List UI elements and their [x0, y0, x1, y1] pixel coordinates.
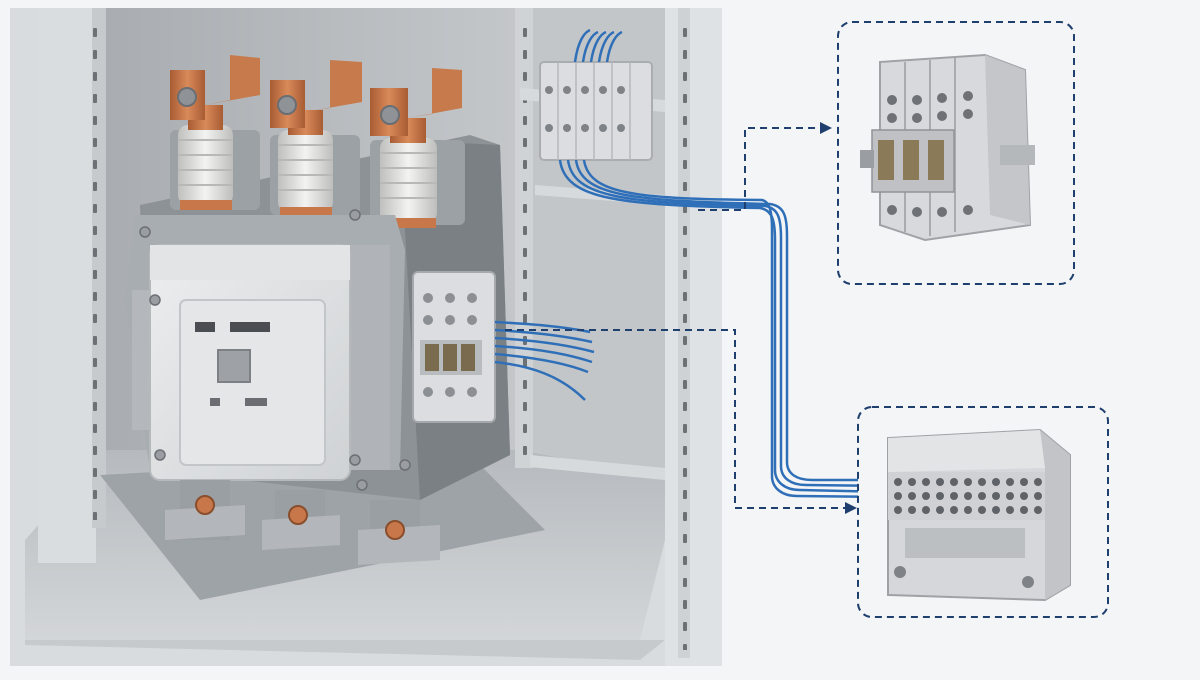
insulator-icon	[278, 130, 333, 212]
arrow-head-icon	[845, 502, 857, 514]
right-upright-holes	[680, 20, 690, 650]
callout-connector-module	[857, 406, 1109, 618]
screws	[139, 209, 411, 491]
middle-rail-holes	[519, 15, 529, 455]
left-upright	[38, 8, 96, 563]
right-upright	[665, 8, 722, 666]
left-upright-holes	[90, 20, 100, 520]
callout-arrows	[505, 127, 845, 509]
insulator-icon	[380, 138, 437, 223]
cabinet-floor-lip	[25, 540, 665, 660]
bottom-terminals	[165, 480, 440, 565]
din-rail-bottom	[530, 455, 665, 480]
din-terminal-block	[539, 61, 653, 161]
insulator-icon	[178, 125, 233, 205]
pole-3	[370, 68, 462, 228]
callout-aux-contact	[837, 21, 1075, 285]
arrow-head-icon	[820, 122, 832, 134]
auxiliary-contact-block	[412, 271, 496, 423]
control-wires	[494, 28, 891, 499]
connector-pin-holes	[894, 478, 1042, 514]
pole-1	[170, 55, 260, 210]
pole-2	[270, 60, 362, 217]
